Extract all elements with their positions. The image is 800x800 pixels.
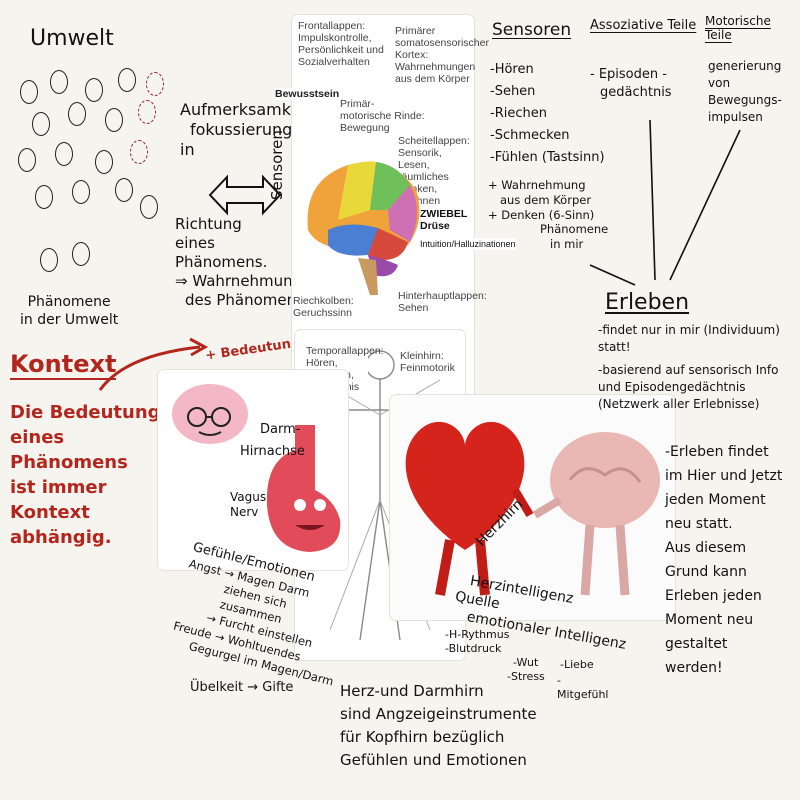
kontext-title: Kontext <box>10 350 117 380</box>
brain-character <box>532 432 660 596</box>
erleben-conclusion: -Erleben findet im Hier und Jetzt jeden … <box>665 444 783 676</box>
label-frontallappen: Frontallappen: Impulskontrolle, Persönli… <box>298 20 388 68</box>
umwelt-title: Umwelt <box>30 26 114 51</box>
label-riechkolben: Riechkolben: Geruchssinn <box>293 295 363 319</box>
hirnachse-label: Hirnachse <box>240 444 305 459</box>
erleben-title: Erleben <box>605 290 690 315</box>
label-intuition: Intuition/Halluzinationen <box>420 238 516 250</box>
sensoren-title: Sensoren <box>492 20 572 40</box>
richtung-text: Richtung eines Phänomens. ⇒ Wahrnehmung … <box>175 215 303 309</box>
label-zwiebel: ZWIEBEL Drüse <box>420 208 468 232</box>
double-arrow-icon <box>208 174 282 216</box>
erleben-points: -findet nur in mir (Individuum) statt! -… <box>598 323 780 411</box>
assoziative-extra: Phänomene in mir <box>540 222 609 251</box>
assoziative-title: Assoziative Teile <box>590 18 697 33</box>
sensoren-vertical: Sensoren <box>268 130 286 200</box>
label-hinterhaupt: Hinterhauptlappen: Sehen <box>398 290 487 314</box>
umwelt-caption: Phänomene in der Umwelt <box>20 294 119 328</box>
heart-character <box>405 421 534 596</box>
label-bewusstsein: Bewusstsein <box>275 88 340 100</box>
darm-label: Darm- <box>260 422 301 437</box>
sensoren-extra: + Wahrnehmung aus dem Körper + Denken (6… <box>488 178 595 222</box>
assoziative-list: - Episoden - gedächtnis <box>590 67 672 100</box>
cartoon-brain-with-glasses <box>172 384 248 444</box>
bedeutung-label: + Bedeutung <box>204 335 302 364</box>
motorische-list: generierung von Bewegungs- impulsen <box>708 59 782 124</box>
brain-diagram <box>307 161 420 295</box>
label-somatosensorisch: Primärer somatosensorischer Kortex: Wahr… <box>395 25 489 85</box>
connector-lines <box>589 119 741 286</box>
umwelt-phenomena-ovals <box>10 60 170 290</box>
uebelkeit-line: Übelkeit → Gifte <box>190 680 294 695</box>
motorische-title: Motorische Teile <box>705 14 771 42</box>
attention-text: Aufmerksamkeits- fokussierung in <box>180 100 326 159</box>
label-motorisch: Primär-motorische Rinde: Bewegung <box>340 98 425 134</box>
vagus-label: Vagus Nerv <box>230 490 267 519</box>
stomach-character <box>266 425 341 552</box>
kontext-body: Die Bedeutung eines Phänomens ist immer … <box>10 402 161 548</box>
sensoren-list: -Hören -Sehen -Riechen -Schmecken -Fühle… <box>490 62 605 165</box>
bottom-statement: Herz-und Darmhirn sind Angzeigeinstrumen… <box>340 682 537 769</box>
kontext-arrow <box>98 337 209 391</box>
label-kleinhirn: Kleinhirn: Feinmotorik <box>400 350 460 374</box>
